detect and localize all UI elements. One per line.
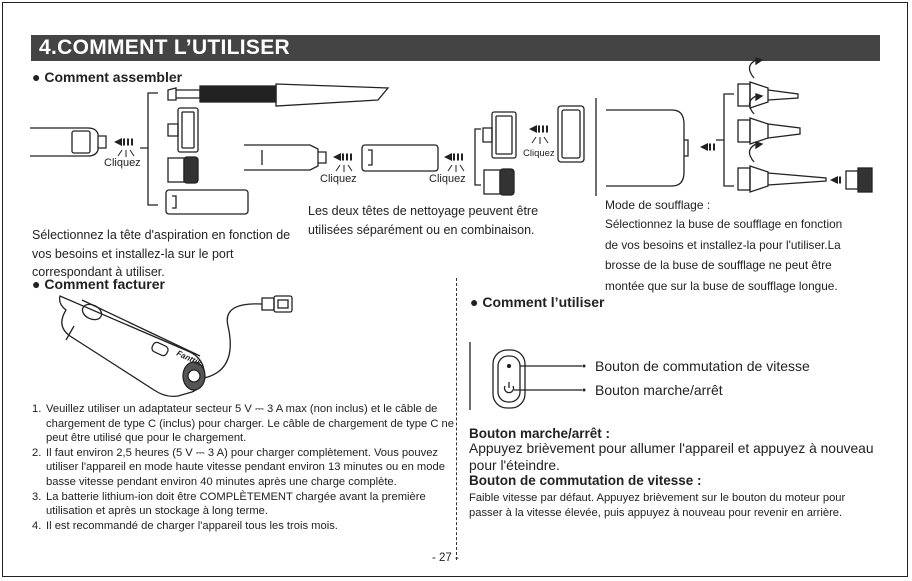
click-burst-icon: [447, 164, 465, 172]
vacuum-body-illustration: [30, 127, 107, 157]
blow-mode-line: brosse de la buse de soufflage ne peut ê…: [605, 258, 832, 272]
blow-mode-line: de vos besoins et installez-la pour l'ut…: [605, 237, 841, 252]
charging-instructions-list: 1.Veuillez utiliser un adaptateur secteu…: [32, 402, 462, 533]
arrow-left-icon: [529, 125, 548, 133]
heading-assemble: ● Comment assembler: [32, 69, 183, 85]
heads-combination-note: Les deux têtes de nettoyage peuvent être…: [308, 204, 539, 237]
blow-mode-instructions: Sélectionnez la buse de soufflage en fon…: [605, 214, 881, 296]
vacuum-body-right-illustration: [606, 109, 689, 187]
blow-mode-line: Sélectionnez la buse de soufflage en fon…: [605, 217, 843, 231]
power-button-text: Appuyez brièvement pour allumer l'appare…: [469, 441, 874, 473]
blow-nozzle-flat-illustration: [737, 93, 801, 145]
click-burst-icon: [531, 136, 549, 144]
round-adapter-illustration: [167, 156, 199, 184]
click-burst-icon: [117, 149, 135, 157]
blow-nozzle-short-illustration: [737, 57, 799, 109]
extension-tube-illustration: [165, 189, 249, 215]
blow-mode-title: Mode de soufflage :: [605, 198, 711, 212]
list-item: 3.La batterie lithium-ion doit être COMP…: [32, 490, 426, 518]
round-adapter-illustration: [483, 168, 515, 196]
click-label: Cliquez: [523, 148, 555, 159]
arrow-left-icon: [444, 153, 463, 161]
crevice-head-illustration: [167, 107, 199, 153]
bracket-right: [716, 93, 734, 187]
section-divider-dashed: [456, 278, 457, 560]
button-panel-illustration: [492, 349, 526, 409]
page-title: 4.COMMENT L’UTILISER: [39, 36, 291, 59]
power-button-label: Bouton marche/arrêt: [595, 382, 723, 398]
arrow-left-icon: [333, 153, 352, 161]
crevice-head-combined-illustration: [557, 105, 585, 163]
heading-charge: ● Comment facturer: [32, 276, 165, 292]
usb-plug-illustration: [261, 295, 293, 313]
list-item: 1.Veuillez utiliser un adaptateur secteu…: [32, 403, 454, 445]
extension-tube-illustration: [361, 144, 439, 172]
click-label: Cliquez: [104, 157, 141, 169]
crevice-head-illustration: [482, 111, 517, 159]
click-label: Cliquez: [429, 173, 466, 185]
list-item: 4.Il est recommandé de charger l'apparei…: [32, 519, 338, 532]
click-label: Cliquez: [320, 173, 357, 185]
charging-cable-line: [203, 303, 263, 379]
speed-button-label: Bouton de commutation de vitesse: [595, 358, 810, 374]
speed-button-title: Bouton de commutation de vitesse :: [469, 473, 702, 488]
brush-head-illustration: [845, 167, 873, 193]
list-item: 2.Il faut environ 2,5 heures (5 V ⎓ 3 A)…: [32, 446, 445, 488]
heading-use: ● Comment l’utiliser: [470, 294, 605, 310]
click-burst-icon: [335, 164, 353, 172]
blow-nozzle-long-illustration: [737, 141, 827, 193]
bracket-mid: [474, 128, 481, 186]
arrow-left-icon: [830, 176, 841, 184]
flexible-hose-illustration: [167, 83, 390, 107]
assemble-instructions: Sélectionnez la tête d'aspiration en fon…: [32, 228, 291, 279]
title-bar: [31, 35, 880, 61]
speed-button-text: Faible vitesse par défaut. Appuyez brièv…: [469, 492, 846, 519]
page-number: - 27 -: [432, 552, 459, 564]
vacuum-body-middle-illustration: [244, 144, 327, 171]
power-button-title: Bouton marche/arrêt :: [469, 426, 611, 441]
blow-mode-line: montée que sur la buse de soufflage long…: [605, 278, 838, 293]
bracket-left: [140, 92, 158, 206]
charging-device-illustration: [58, 295, 206, 398]
power-icon: [503, 382, 515, 394]
arrow-left-icon: [700, 143, 715, 151]
arrow-left-icon: [114, 138, 133, 146]
